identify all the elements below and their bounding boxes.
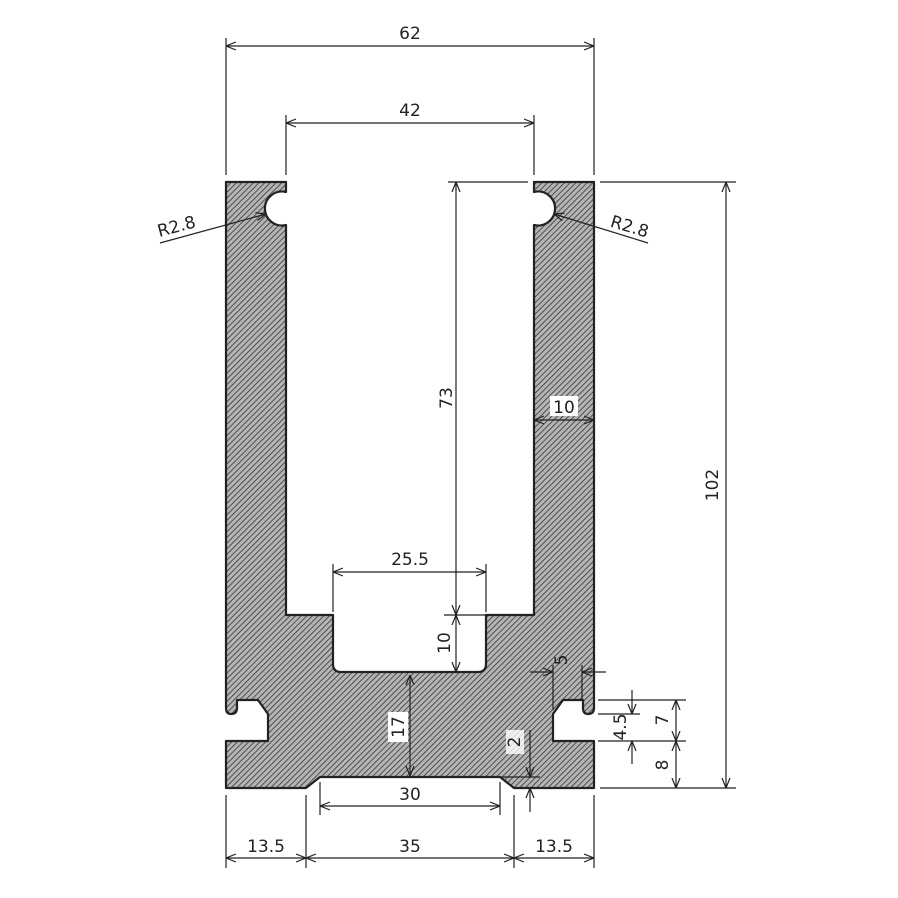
label-102: 102 (703, 469, 723, 501)
dimension-slot-depth: 10 (435, 614, 486, 672)
label-8: 8 (653, 760, 673, 771)
label-35: 35 (399, 837, 421, 857)
dimension-slot-width: 25.5 (332, 550, 487, 612)
label-7: 7 (653, 715, 673, 726)
label-13.5-right: 13.5 (535, 837, 573, 857)
dimension-wall-thickness: 10 (534, 396, 594, 420)
dimension-overall-width: 62 (225, 24, 595, 175)
label-4.5: 4.5 (611, 713, 631, 740)
aluminium-profile-section (224, 180, 596, 790)
label-10-wall: 10 (553, 398, 575, 418)
label-42: 42 (399, 101, 421, 121)
label-17: 17 (389, 716, 409, 738)
label-25.5: 25.5 (391, 550, 429, 570)
label-13.5-left: 13.5 (247, 837, 285, 857)
label-30: 30 (399, 785, 421, 805)
dimension-base-thickness: 17 (388, 675, 410, 776)
dimension-recess-width: 30 (319, 782, 501, 815)
label-5: 5 (552, 655, 572, 666)
dimension-groove-heights: 4.5 7 8 (598, 690, 686, 788)
label-10-slot: 10 (435, 632, 455, 654)
label-2: 2 (505, 737, 525, 748)
dimension-opening-width: 42 (285, 101, 535, 175)
dimension-inner-depth: 73 (437, 181, 528, 615)
label-r2.8-left: R2.8 (155, 212, 198, 241)
dimension-groove-gap: 5 (530, 655, 606, 710)
label-62: 62 (399, 24, 421, 44)
dimension-bottom-segments: 13.5 35 13.5 (225, 795, 595, 868)
dimension-overall-height: 102 (600, 181, 736, 789)
label-73: 73 (437, 387, 457, 409)
dimension-recess-depth: 2 (500, 730, 540, 812)
